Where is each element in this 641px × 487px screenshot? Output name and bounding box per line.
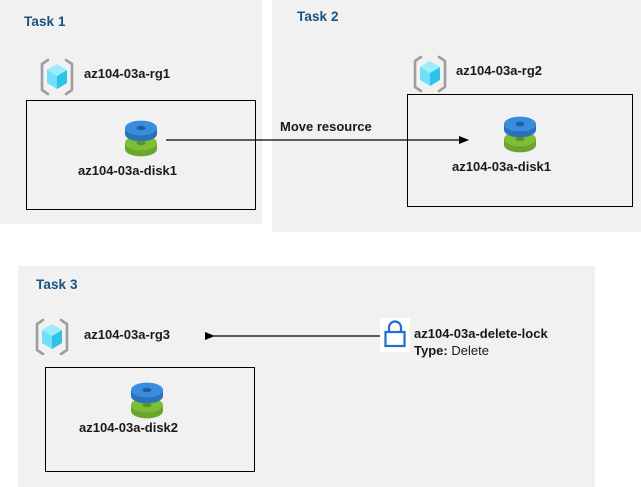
resource-label-task-2: az104-03a-disk1: [452, 159, 552, 174]
resource-group-label-task-1: az104-03a-rg1: [84, 66, 170, 81]
resource-group-label-task-3: az104-03a-rg3: [84, 327, 170, 342]
move-resource-label: Move resource: [280, 119, 372, 134]
panel-title-task-3: Task 3: [36, 277, 78, 292]
resource-label-task-3: az104-03a-disk2: [79, 420, 179, 435]
resource-box-task-2: [407, 94, 633, 207]
lock-type-key: Type:: [414, 343, 448, 358]
lock-type-value: Delete: [451, 343, 489, 358]
managed-disk-icon: [499, 110, 541, 156]
panel-title-task-2: Task 2: [297, 9, 339, 24]
lock-icon: [380, 318, 410, 352]
resource-group-label-task-2: az104-03a-rg2: [456, 63, 542, 78]
delete-lock-arrow: [205, 332, 380, 340]
lock-type-row: Type: Delete: [414, 343, 489, 358]
managed-disk-icon: [120, 114, 162, 160]
resource-group-cube-icon: [408, 52, 452, 96]
resource-label-task-1: az104-03a-disk1: [78, 163, 178, 178]
lock-name-label: az104-03a-delete-lock: [414, 326, 548, 341]
managed-disk-icon: [126, 376, 168, 422]
resource-group-cube-icon: [30, 315, 74, 359]
panel-title-task-1: Task 1: [24, 14, 66, 29]
move-resource-arrow: [166, 136, 469, 144]
resource-group-cube-icon: [35, 55, 79, 99]
